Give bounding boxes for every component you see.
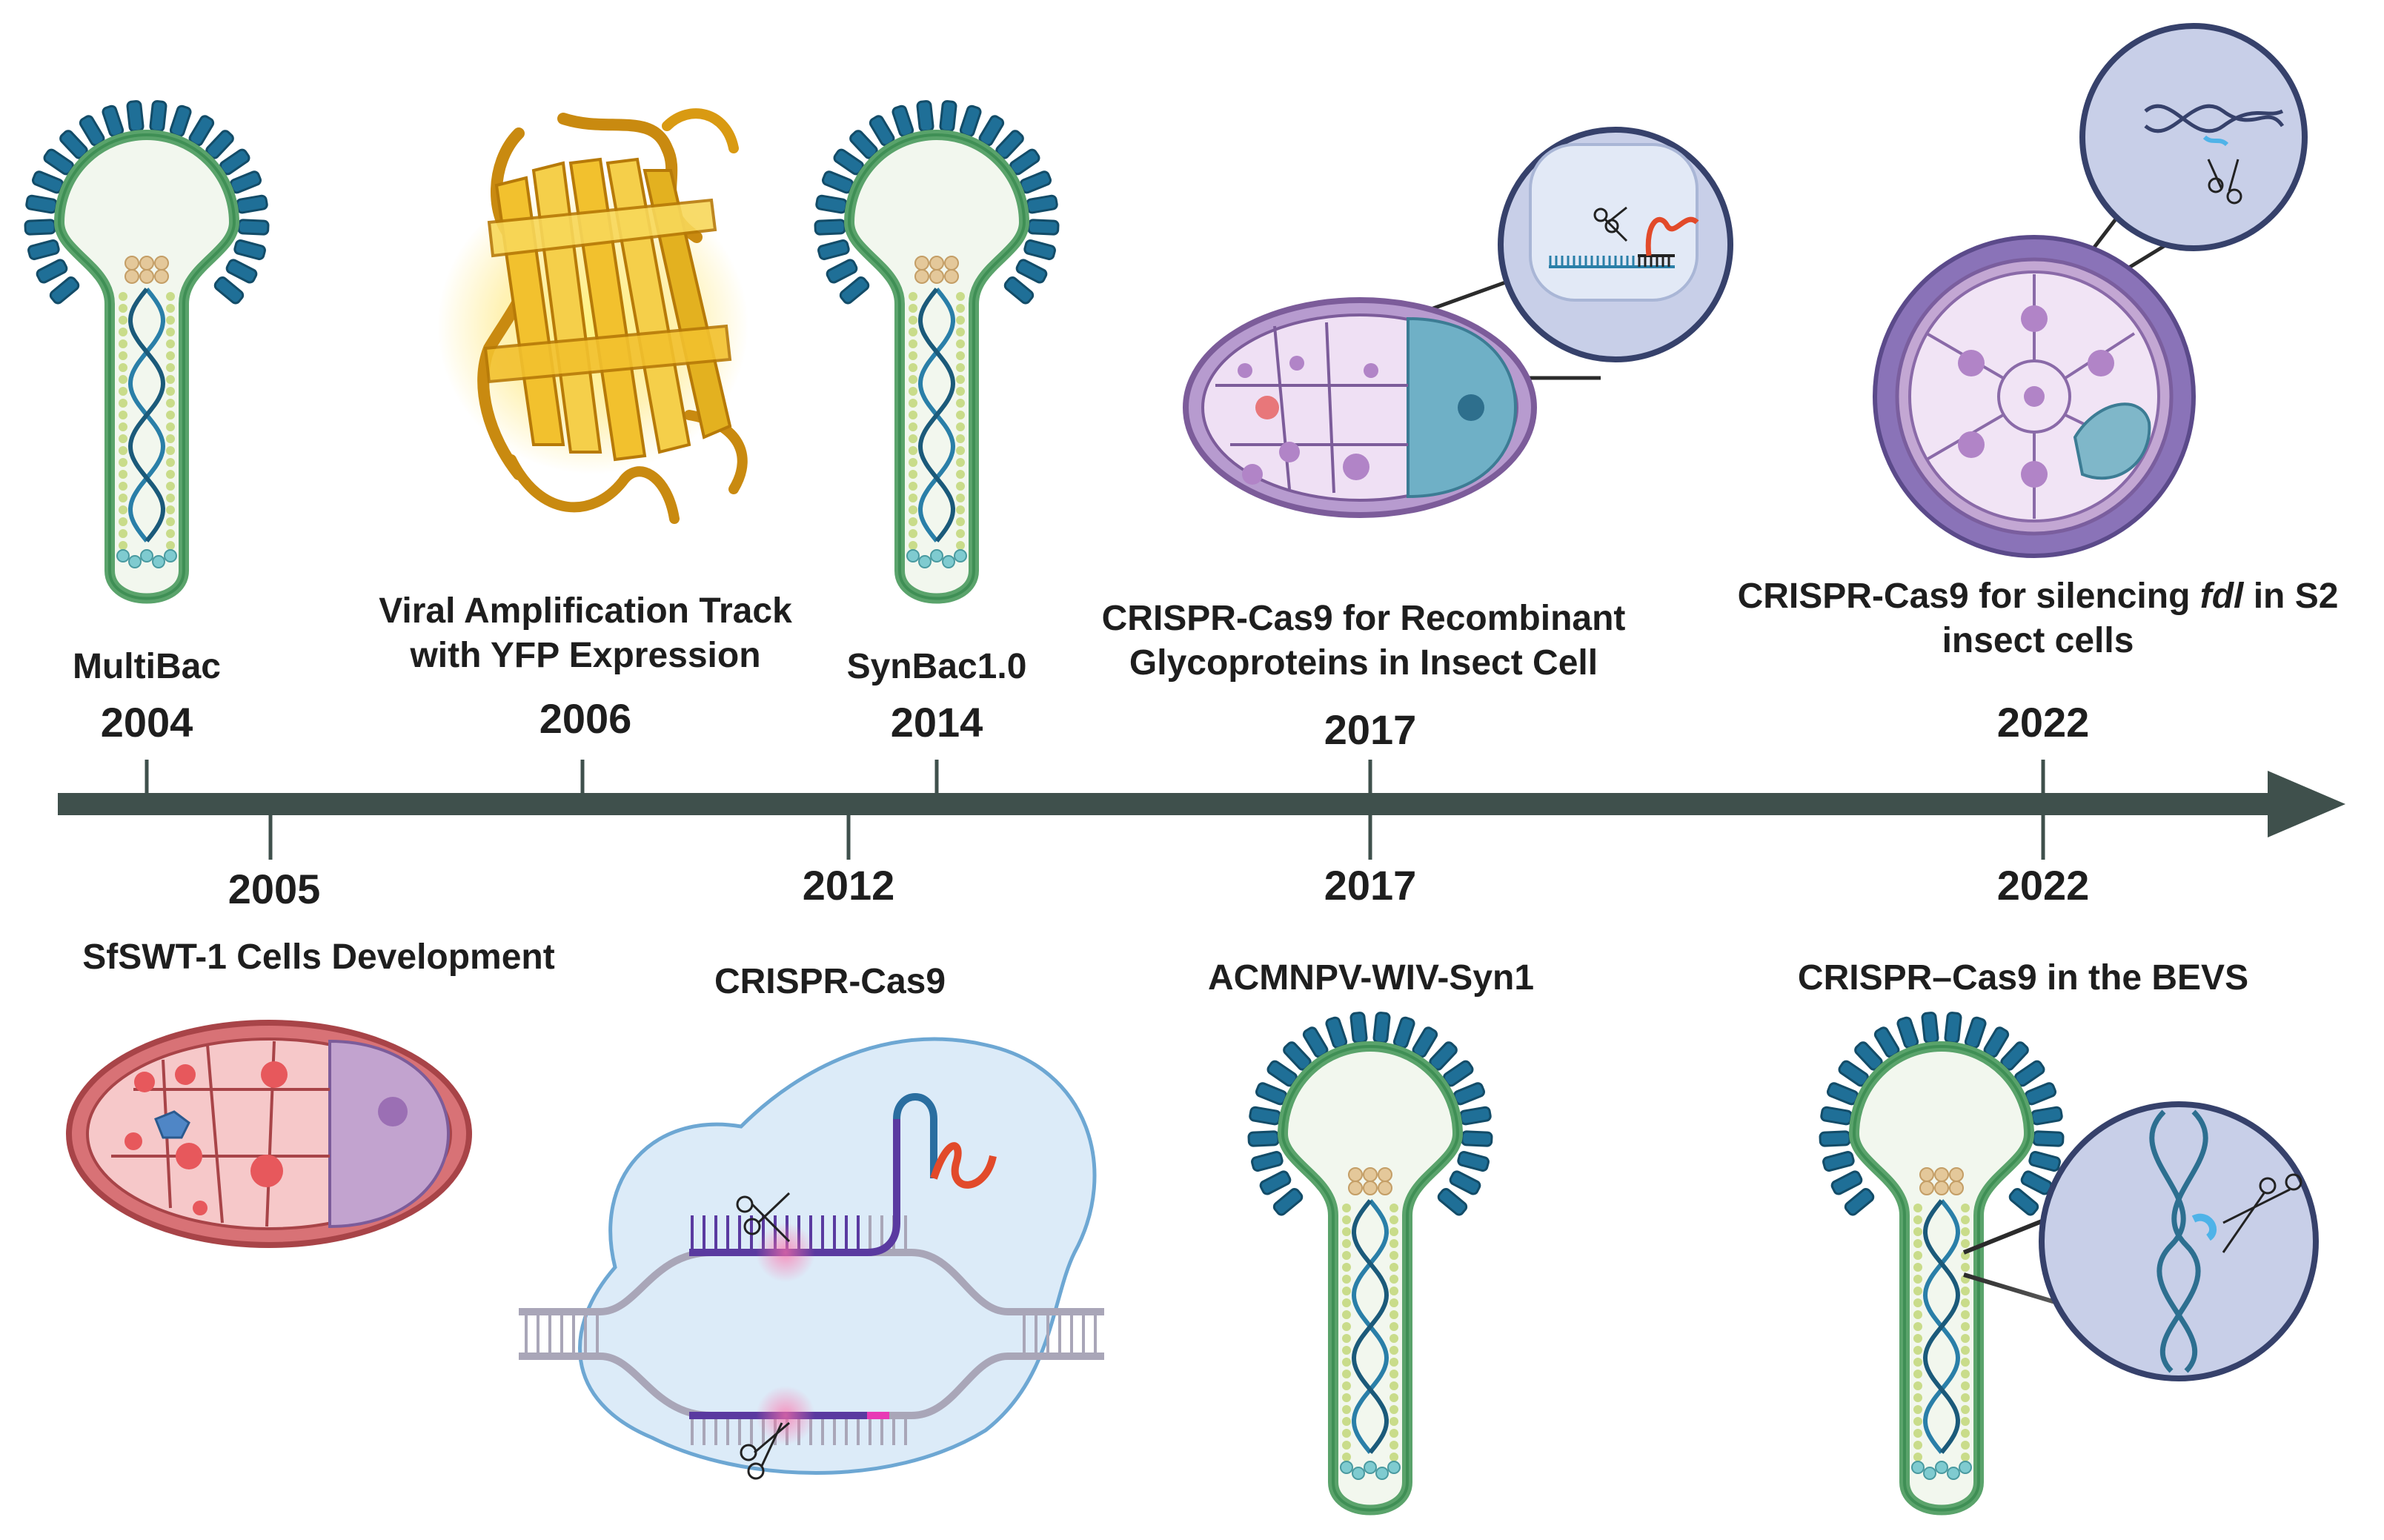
crispr-year: 2012 [802,862,895,909]
timeline-ticks [145,760,2045,860]
acmnpv-title: ACMNPV-WIV-Syn1 [1207,958,1535,998]
viral-amplification-title: Viral Amplification Track with YFP Expre… [379,591,792,675]
bevs-zoom-icon [1962,1101,2319,1381]
timeline-axis [58,793,2274,815]
sfswt-cell-icon [66,1020,472,1248]
synbac-title: SynBac1.0 [846,647,1027,686]
crispr-cas9-icon [519,1037,1104,1480]
silencing-fdl-year: 2022 [1996,699,2090,746]
sfswt-year: 2005 [228,866,321,912]
bevs-virus-icon [1819,1012,2065,1516]
acmnpv-year: 2017 [1324,862,1417,909]
crispr-title: CRISPR-Cas9 [714,962,946,1001]
embryo-recombinant-icon [1183,127,1733,518]
multibac-virus-icon [24,100,270,604]
acmnpv-virus-icon [1247,1012,1493,1516]
bevs-year: 2022 [1996,862,2090,909]
s2-cell-icon [1873,23,2308,558]
multibac-year: 2004 [100,699,193,746]
viral-amplification-year: 2006 [539,695,632,742]
silencing-fdl-title: CRISPR-Cas9 for silencing fdl in S2 inse… [1737,577,2339,660]
synbac-year: 2014 [890,699,983,746]
synbac-virus-icon [814,100,1060,604]
recombinant-glycoproteins-title: CRISPR-Cas9 for Recombinant Glycoprotein… [1101,599,1626,683]
bevs-title: CRISPR–Cas9 in the BEVS [1797,958,2249,998]
recombinant-glycoproteins-year: 2017 [1324,706,1417,753]
sfswt-title: SfSWT-1 Cells Development [82,937,555,977]
multibac-title: MultiBac [72,647,221,686]
timeline-arrowhead [2268,771,2345,837]
yfp-protein-icon [437,108,748,524]
